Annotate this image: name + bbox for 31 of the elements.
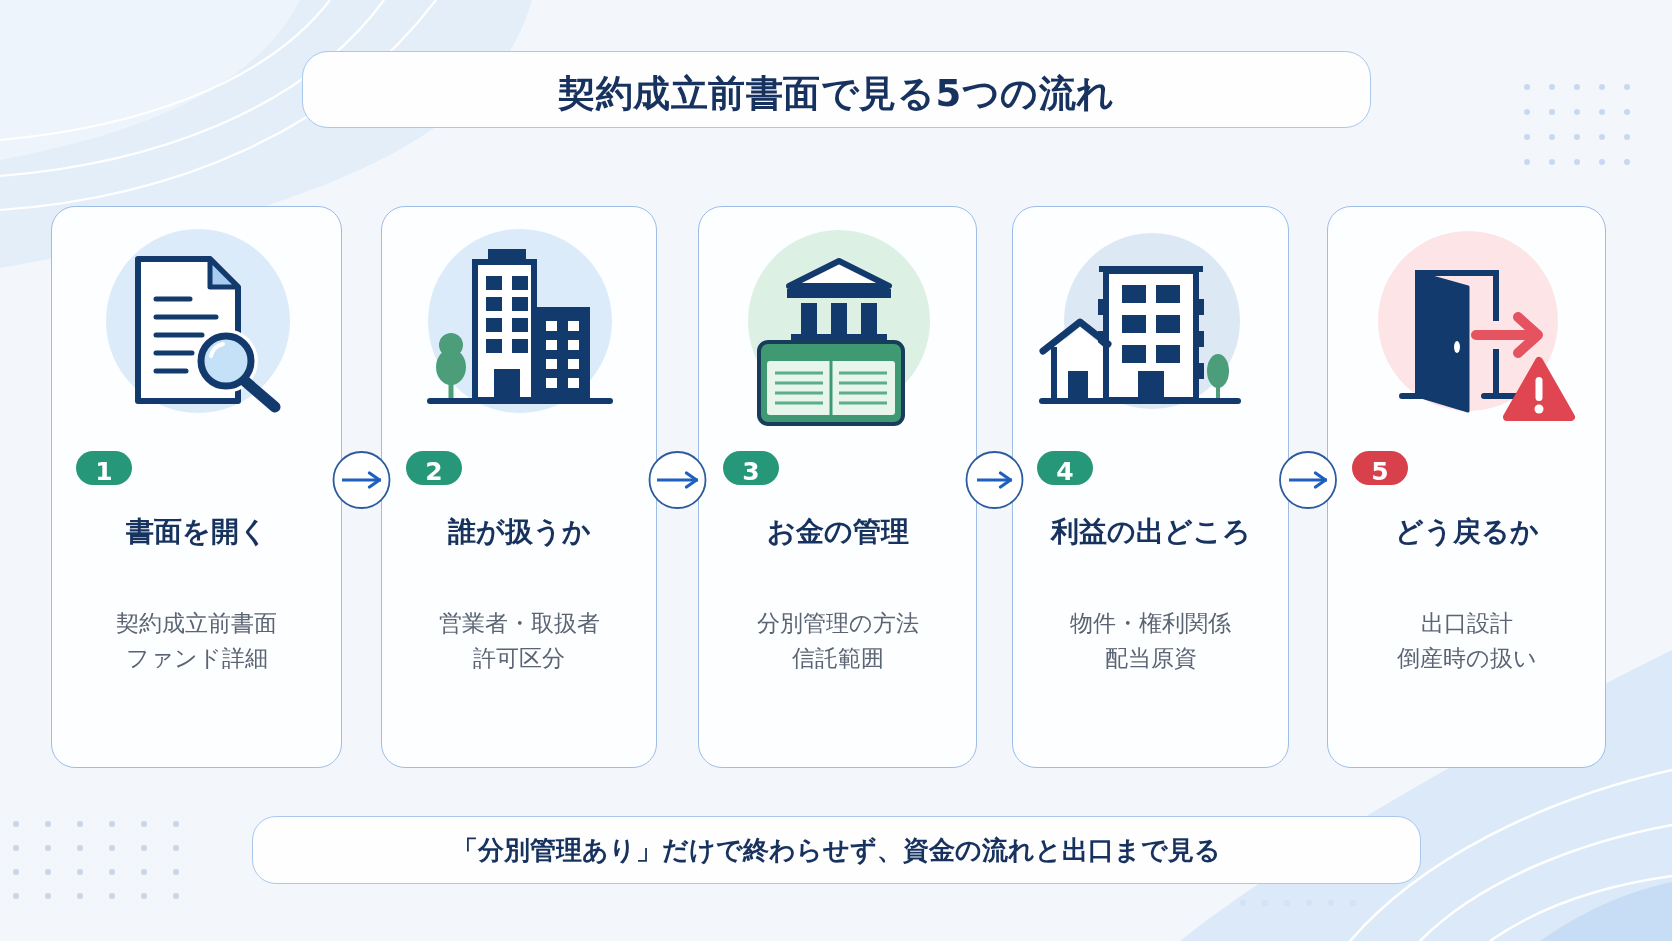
step-detail: 物件・権利関係 [1069,609,1232,638]
step-detail: 許可区分 [472,644,566,673]
arrow [1289,471,1328,489]
step-detail: 倒産時の扱い [1395,644,1538,673]
step-detail: 出口設計 [1419,609,1514,638]
step-detail: 信託範囲 [790,644,885,673]
step-detail: 契約成立前書面 [115,609,278,638]
number-badge: 1 [76,451,132,485]
arrow [657,471,699,489]
number-badge: 4 [1037,451,1093,485]
title-banner: 契約成立前書面で見る5つの流れ [302,51,1371,128]
step-detail: 配当原資 [1103,644,1198,673]
arrow [977,471,1013,489]
number-badge: 3 [723,451,779,485]
step-detail: 分別管理の方法 [755,609,920,638]
message-banner: 「分別管理あり」だけで終わらせず、資金の流れと出口まで見る [252,816,1421,884]
arrow [342,471,382,489]
step-card [1327,206,1606,768]
step-detail: 営業者・取扱者 [437,609,601,638]
number-badge: 2 [406,451,462,485]
step-card [698,206,977,768]
number-badge: 5 [1352,451,1408,485]
step-title: お金の管理 [765,514,910,550]
step-card [381,206,657,768]
step-title: 利益の出どころ [1049,514,1252,550]
step-detail: ファンド詳細 [124,644,269,673]
step-card [1012,206,1289,768]
step-title: 書面を開く [124,514,269,550]
step-title: 誰が扱うか [446,514,592,550]
step-title: どう戻るか [1393,514,1540,550]
step-card [51,206,342,768]
